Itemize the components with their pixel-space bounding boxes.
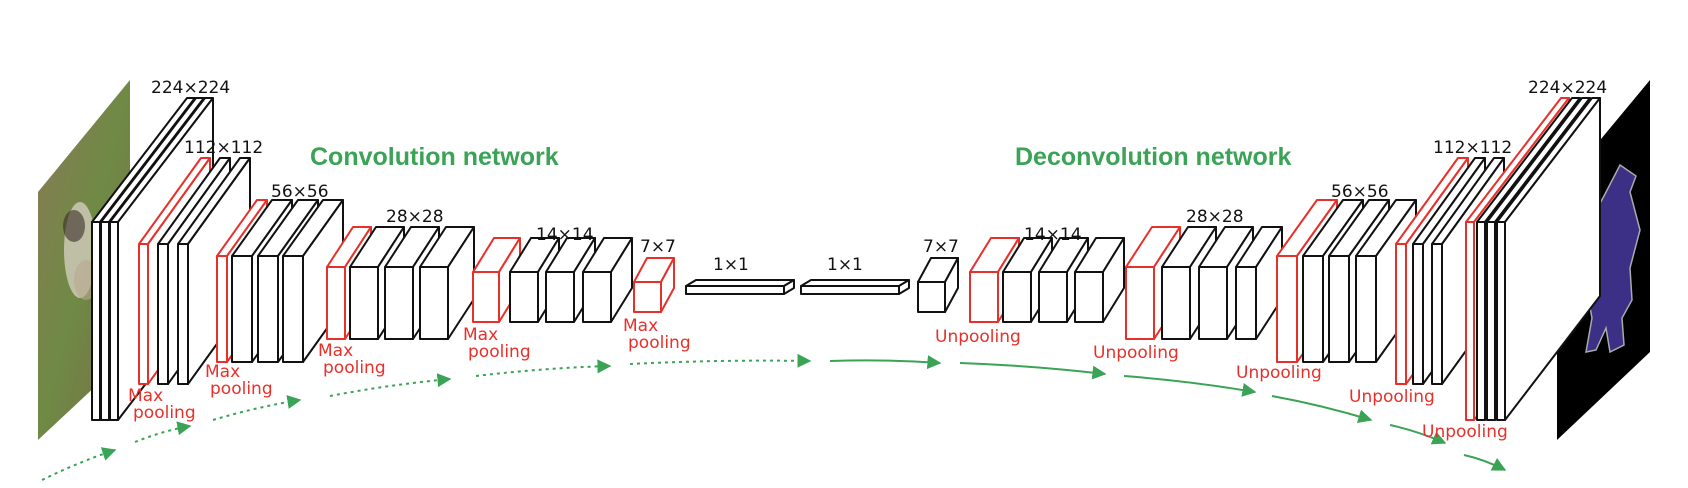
size-label: 56×56 [271,182,329,202]
flow-arrow [629,353,812,368]
pooling-label-word1: Max [463,325,498,345]
conv-layer-block [282,199,344,363]
conv-layer-block [685,279,795,295]
size-label: 224×224 [151,78,230,98]
pooling-label-word1: Max [623,316,658,336]
conv-layer-block [1002,237,1053,323]
conv-layer-block [582,237,633,323]
pooling-label-word2: pooling [133,403,196,423]
size-label: 224×224 [1528,78,1607,98]
size-label: 28×28 [386,207,444,227]
size-label: 56×56 [1331,182,1389,202]
unpooling-label: Unpooling [1422,422,1508,442]
conv-layer-block [1496,97,1601,421]
size-label: 28×28 [1186,207,1244,227]
unpooling-label: Unpooling [1236,363,1322,383]
pooling-label-word2: pooling [210,379,273,399]
size-label: 7×7 [640,237,676,257]
flow-arrow [959,362,1107,380]
pooling-label-word2: pooling [628,333,691,353]
flow-arrows [41,353,1507,481]
size-label: 112×112 [1433,138,1512,158]
pooling-layer-block [633,257,675,313]
size-label: 7×7 [923,237,959,257]
conv-layer-block [1235,226,1283,340]
flow-arrow [1123,375,1257,397]
size-label: 1×1 [713,255,749,275]
unpooling-label: Unpooling [935,327,1021,347]
pooling-label-word2: pooling [468,342,531,362]
conv-layer-block [1074,237,1125,323]
unpooling-label: Unpooling [1093,343,1179,363]
unpooling-label: Unpooling [1349,387,1435,407]
size-label: 112×112 [184,138,263,158]
size-label: 14×14 [536,225,594,245]
flow-arrow [1389,424,1447,445]
size-label: 1×1 [827,255,863,275]
flow-arrow [329,373,452,397]
size-label: 14×14 [1024,225,1082,245]
layer-blocks [91,97,1601,421]
conv-layer-block [917,257,959,313]
flow-arrow [1463,454,1507,471]
flow-arrow [475,359,612,377]
flow-arrow [134,421,192,443]
flow-arrow [212,395,302,421]
conv-layer-block [800,279,910,295]
flow-arrow [1271,395,1373,424]
flow-arrow [41,447,117,481]
pooling-label-word1: Max [318,341,353,361]
pooling-label-word1: Max [205,362,240,382]
pooling-label-word2: pooling [323,358,386,378]
decoder-title: Deconvolution network [1015,143,1292,171]
flow-arrow [829,355,942,370]
pooling-label-word1: Max [128,386,163,406]
encoder-title: Convolution network [310,143,559,171]
